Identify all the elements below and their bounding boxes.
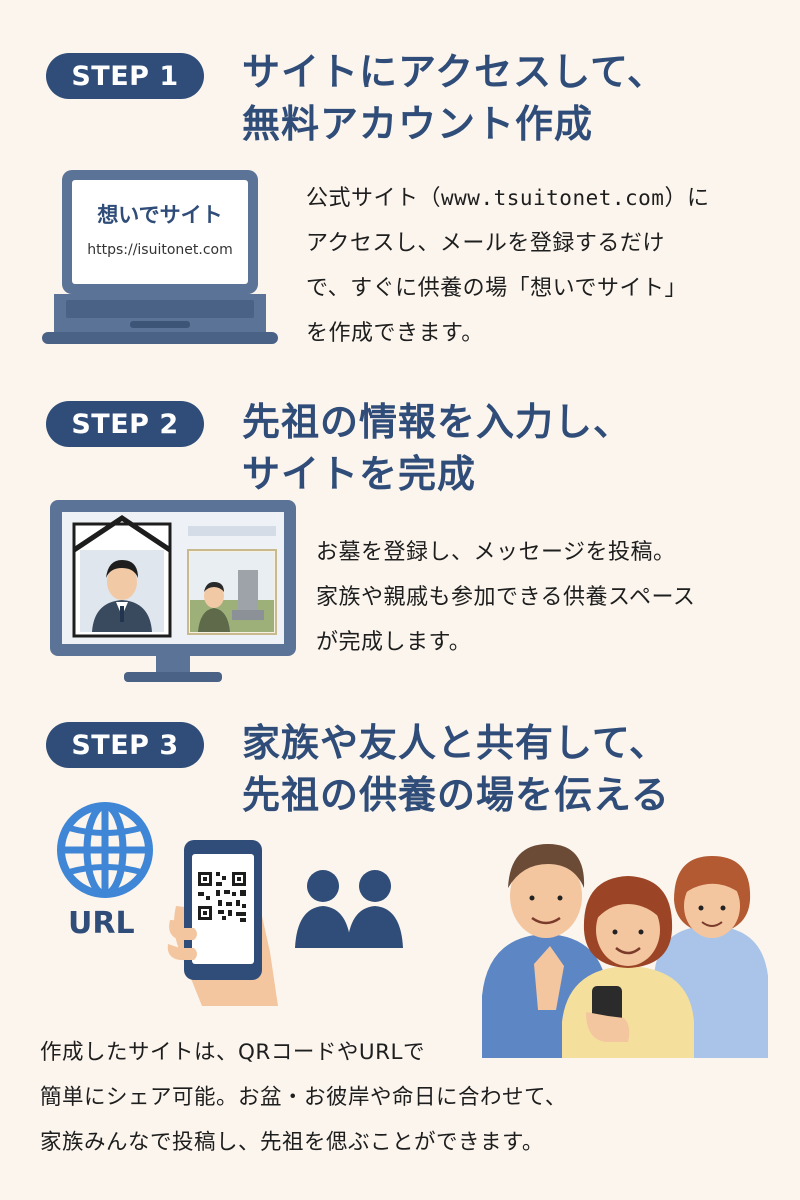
step3-body-line3: 家族みんなで投稿し、先祖を偲ぶことができます。	[40, 1130, 544, 1155]
step1-body-line1-pre: 公式サイト（	[306, 186, 442, 211]
step2-badge: STEP 2	[46, 401, 204, 447]
step1-title-line1: サイトにアクセスして、	[242, 50, 667, 94]
step3-description: 作成したサイトは、QRコードやURLで 簡単にシェア可能。お盆・お彼岸や命日に合…	[40, 1030, 567, 1165]
step3-badge: STEP 3	[46, 722, 204, 768]
laptop-icon: 想いでサイト https://isuitonet.com	[42, 170, 278, 344]
step3-body-line1: 作成したサイトは、QRコードやURLで	[40, 1040, 426, 1065]
family-illustration	[482, 844, 768, 1058]
step1-body-line2: アクセスし、メールを登録するだけ	[306, 231, 665, 256]
step3-body-line2: 簡単にシェア可能。お盆・お彼岸や命日に合わせて、	[40, 1085, 567, 1110]
step1-title: サイトにアクセスして、 無料アカウント作成	[242, 46, 666, 150]
step3-title: 家族や友人と共有して、 先祖の供養の場を伝える	[242, 717, 670, 821]
step1-site-url: www.tsuitonet.com	[441, 186, 665, 210]
step1-body-line1-post: ）に	[664, 186, 710, 211]
step3-title-line2: 先祖の供養の場を伝える	[242, 773, 670, 817]
step1-title-line2: 無料アカウント作成	[242, 102, 594, 146]
step2-title-line2: サイトを完成	[242, 452, 477, 496]
step2-body-line2: 家族や親戚も参加できる供養スペース	[316, 585, 696, 610]
laptop-screen-url: https://isuitonet.com	[87, 242, 233, 258]
smartphone-qr-icon	[167, 840, 278, 1006]
step2-title-line1: 先祖の情報を入力し、	[242, 400, 633, 444]
step2-body-line3: が完成します。	[316, 630, 472, 655]
step1-description: 公式サイト（www.tsuitonet.com）に アクセスし、メールを登録する…	[306, 176, 709, 356]
people-icon	[295, 870, 403, 948]
step2-body-line1: お墓を登録し、メッセージを投稿。	[316, 540, 676, 565]
step1-body-line3: で、すぐに供養の場「想いでサイト」	[306, 276, 687, 301]
step2-description: お墓を登録し、メッセージを投稿。 家族や親戚も参加できる供養スペース が完成しま…	[316, 530, 695, 665]
step2-title: 先祖の情報を入力し、 サイトを完成	[242, 396, 632, 500]
globe-label: URL	[68, 906, 135, 941]
step1-body-line4: を作成できます。	[306, 321, 484, 346]
monitor-icon	[50, 500, 296, 682]
step1-badge: STEP 1	[46, 53, 204, 99]
step3-title-line1: 家族や友人と共有して、	[242, 721, 668, 765]
laptop-screen-title: 想いでサイト	[97, 203, 222, 227]
globe-icon	[57, 802, 153, 898]
